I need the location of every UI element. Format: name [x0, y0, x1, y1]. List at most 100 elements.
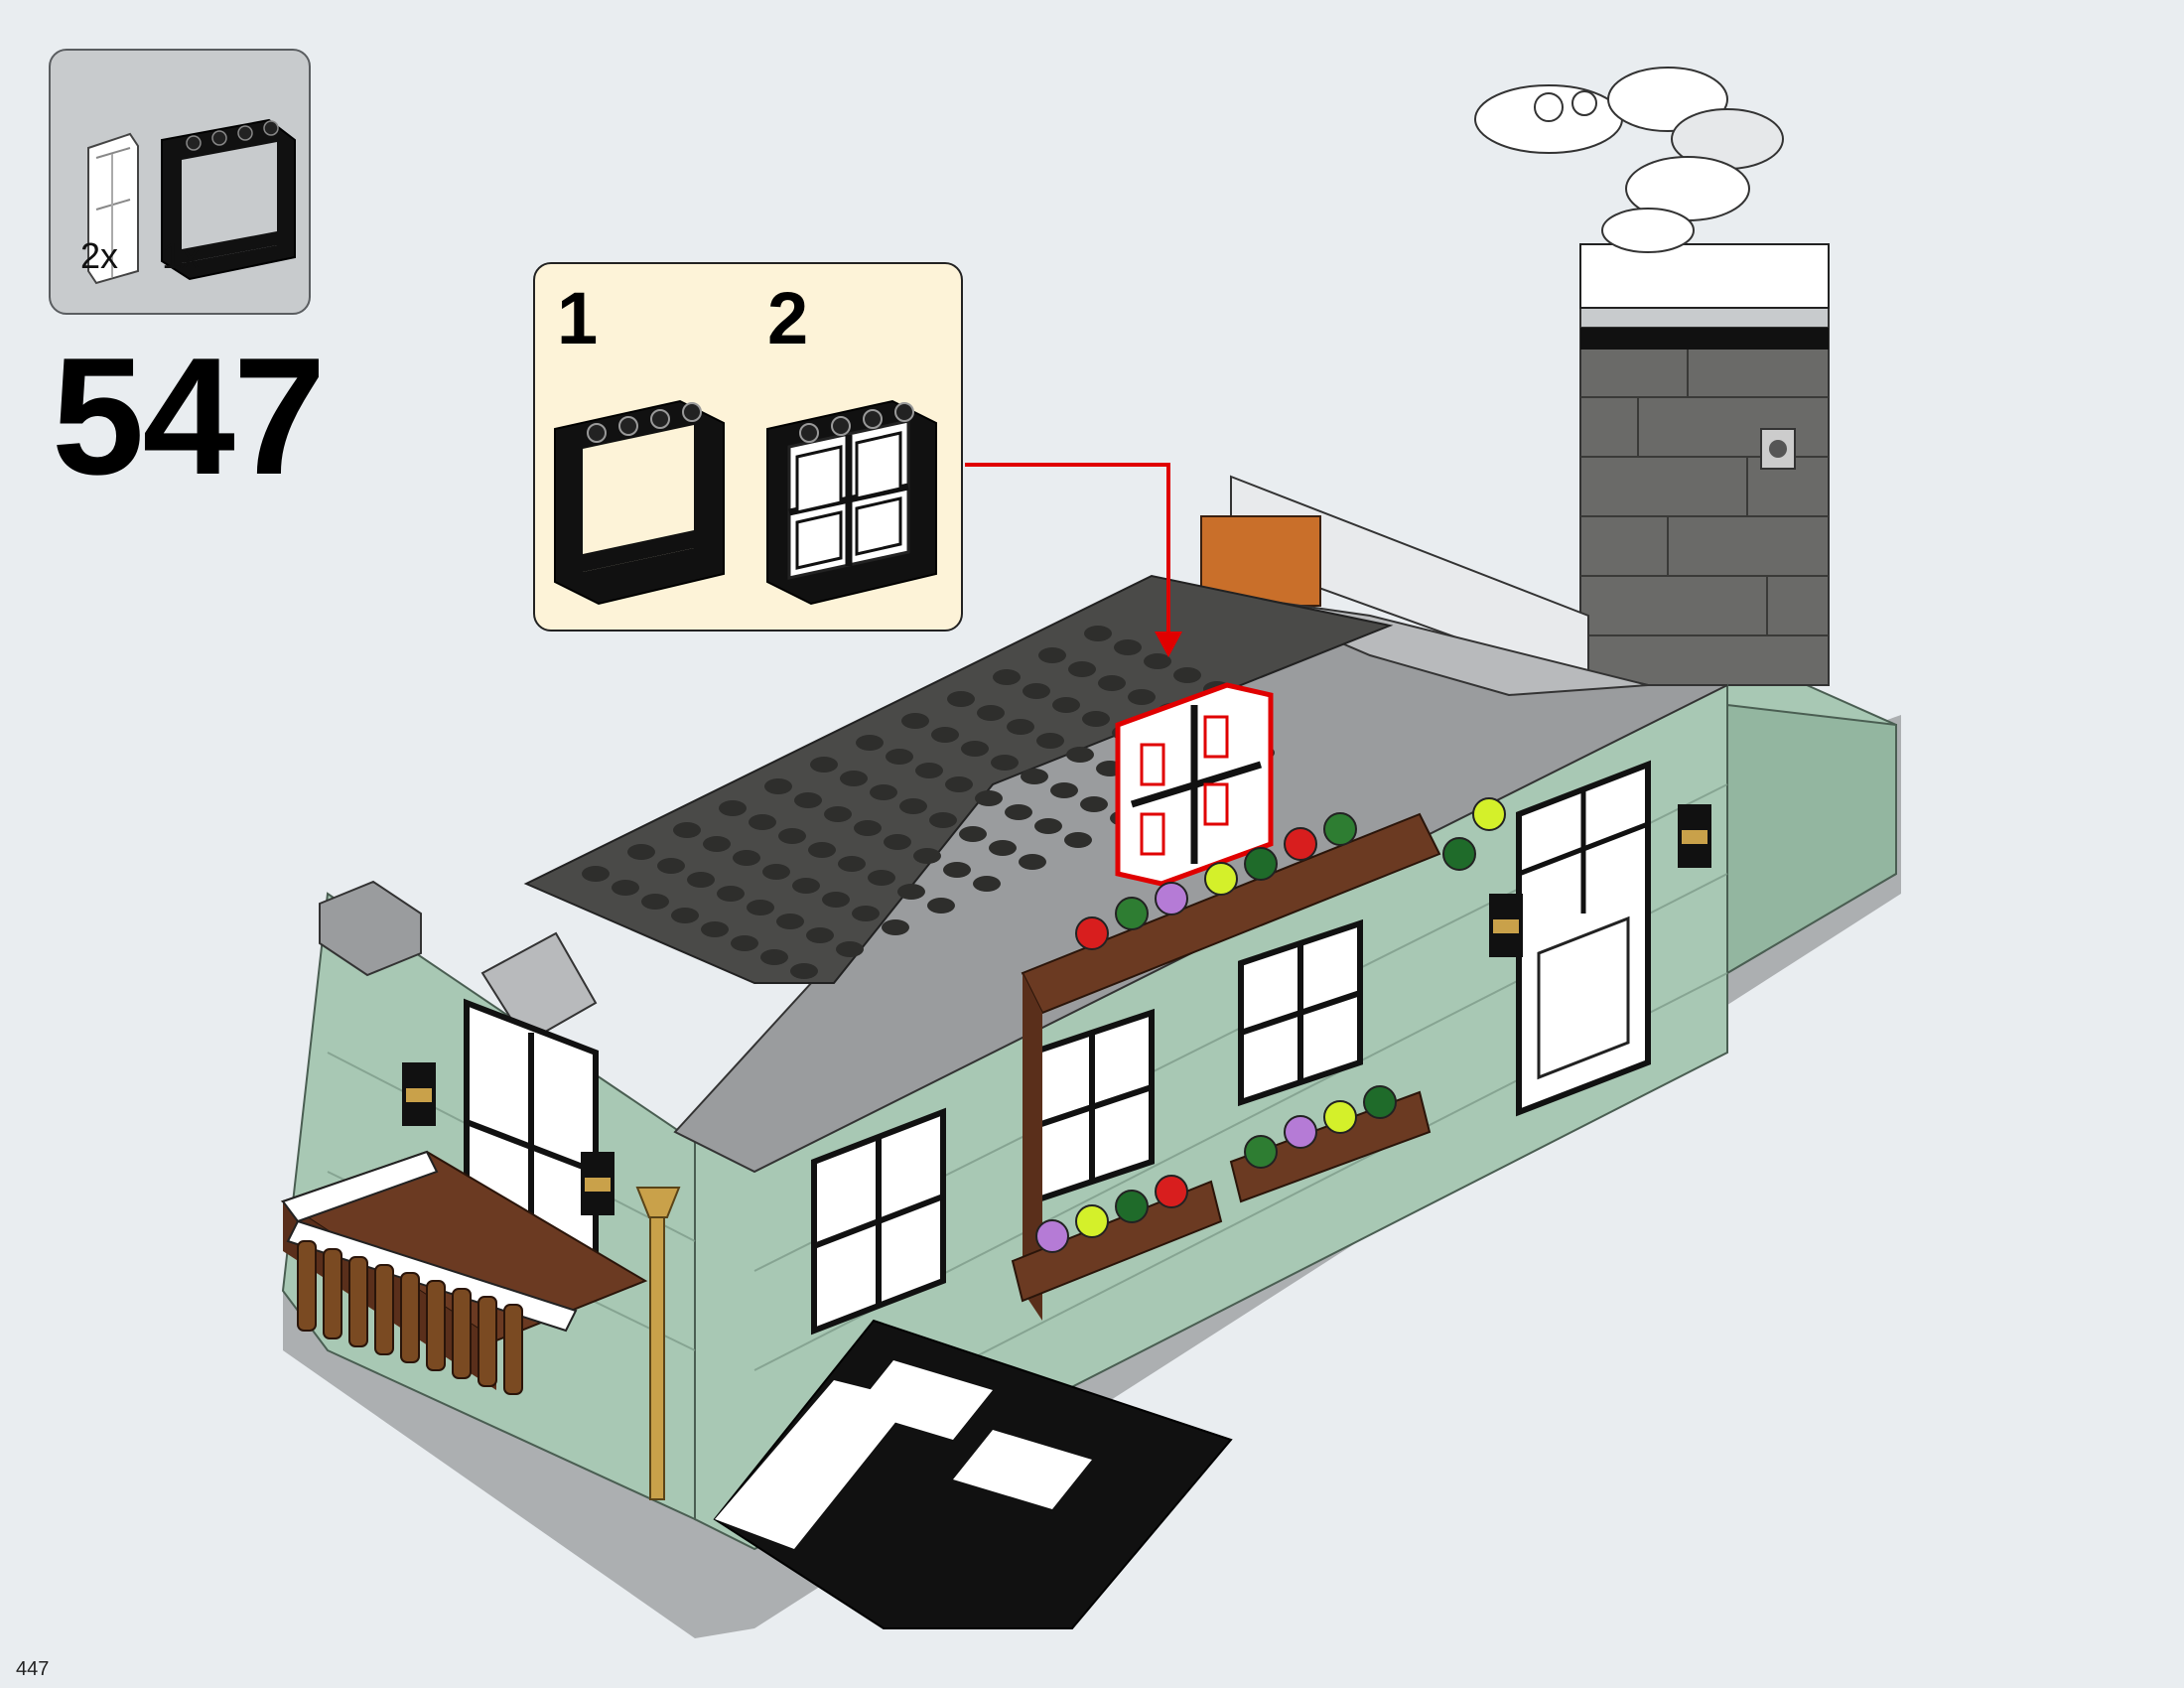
- roof-plate: [523, 574, 1394, 984]
- roof-stud: [703, 836, 731, 852]
- roof-stud: [840, 771, 868, 786]
- roof-stud: [901, 713, 929, 729]
- roof-stud: [1023, 683, 1050, 699]
- roof-stud: [945, 776, 973, 792]
- flower: [1035, 1219, 1069, 1253]
- roof-stud: [899, 798, 927, 814]
- roof-stud: [719, 800, 747, 816]
- roof-stud: [991, 755, 1019, 771]
- roof-stud: [733, 850, 760, 866]
- roof-stud: [1005, 804, 1032, 820]
- brown-shelf: [1011, 812, 1441, 1321]
- roof-stud: [792, 878, 820, 894]
- roof-stud: [1038, 647, 1066, 663]
- roof-stud: [673, 822, 701, 838]
- roof-stud: [810, 757, 838, 773]
- roof-stud: [1217, 731, 1245, 747]
- flower: [1075, 916, 1109, 950]
- flower: [1442, 837, 1476, 871]
- parts-icons: [87, 118, 296, 285]
- roof-stud: [943, 862, 971, 878]
- roof-stud: [717, 886, 745, 902]
- roof-stud: [582, 866, 610, 882]
- roof-stud: [1126, 774, 1154, 790]
- roof-stud: [1247, 745, 1275, 761]
- roof-stud: [913, 848, 941, 864]
- roof-stud: [870, 784, 897, 800]
- flower: [1155, 1175, 1188, 1208]
- flower: [1244, 1135, 1278, 1169]
- new-window-highlight: [1115, 682, 1274, 887]
- front-steps: [713, 1319, 1233, 1629]
- sub-step-2-frame-with-glass-icon: [766, 399, 937, 606]
- window-front-3: [1238, 918, 1363, 1107]
- balcony: [280, 1150, 648, 1390]
- roof-stud: [1021, 769, 1048, 784]
- roof-stud: [836, 941, 864, 957]
- roof-stud: [1052, 697, 1080, 713]
- part-quantity-glass: 2x: [80, 235, 119, 276]
- page-number: 447: [16, 1658, 50, 1680]
- roof-stud: [1203, 681, 1231, 697]
- flower: [1323, 1100, 1357, 1134]
- roof-stud: [977, 705, 1005, 721]
- roof-stud: [989, 840, 1017, 856]
- roof-stud: [657, 858, 685, 874]
- roof-stud: [749, 814, 776, 830]
- roof-stud: [929, 812, 957, 828]
- roof-stud: [671, 908, 699, 923]
- flower: [1244, 847, 1278, 881]
- roof-stud: [1066, 747, 1094, 763]
- baluster: [400, 1272, 420, 1363]
- baluster: [503, 1304, 523, 1395]
- roof-stud: [776, 914, 804, 929]
- baluster: [348, 1256, 368, 1347]
- baluster: [426, 1280, 446, 1371]
- sub-step-drawings: [554, 399, 937, 606]
- roof-stud: [612, 880, 639, 896]
- roof-stud: [884, 834, 911, 850]
- flower: [1472, 797, 1506, 831]
- roof-stud: [731, 935, 758, 951]
- roof-stud: [764, 778, 792, 794]
- roof-stud: [1201, 767, 1229, 782]
- roof-stud: [1082, 711, 1110, 727]
- baluster: [297, 1240, 317, 1332]
- step-number: 547: [52, 323, 326, 509]
- roof-stud: [1233, 695, 1261, 711]
- sub-step-callout: 1 2: [533, 262, 963, 632]
- roof-stud: [1128, 689, 1156, 705]
- flower: [1115, 1190, 1149, 1223]
- sub-step-number-1: 1: [557, 277, 599, 359]
- roof-stud: [1187, 717, 1215, 733]
- roof-stud: [1156, 788, 1183, 804]
- roof-stud: [931, 727, 959, 743]
- roof-stud: [1098, 675, 1126, 691]
- roof-stud: [852, 906, 880, 921]
- roof-stud: [1112, 725, 1140, 741]
- placement-arrow: [965, 463, 1182, 657]
- back-wall: [1200, 475, 1589, 687]
- roof-stud: [1064, 832, 1092, 848]
- roof-stud: [897, 884, 925, 900]
- part-quantity-frame: 1x: [162, 235, 201, 276]
- roof-stud: [1142, 739, 1169, 755]
- roof-stud: [1068, 661, 1096, 677]
- roof-stud: [701, 921, 729, 937]
- flower: [1363, 1085, 1397, 1119]
- roof-stud: [961, 741, 989, 757]
- roof-stud: [882, 919, 909, 935]
- roof-stud: [794, 792, 822, 808]
- chimney-smoke: [1474, 67, 1784, 253]
- roof-stud: [1034, 818, 1062, 834]
- roof-stud: [778, 828, 806, 844]
- roof-stud: [1114, 639, 1142, 655]
- left-gable-corner: [319, 880, 598, 1045]
- roof-stud: [760, 949, 788, 965]
- roof-stud: [973, 876, 1001, 892]
- roof-stud: [1096, 761, 1124, 776]
- roof-stud: [854, 820, 882, 836]
- lamp-post: [635, 1187, 681, 1500]
- roof-stud: [747, 900, 774, 915]
